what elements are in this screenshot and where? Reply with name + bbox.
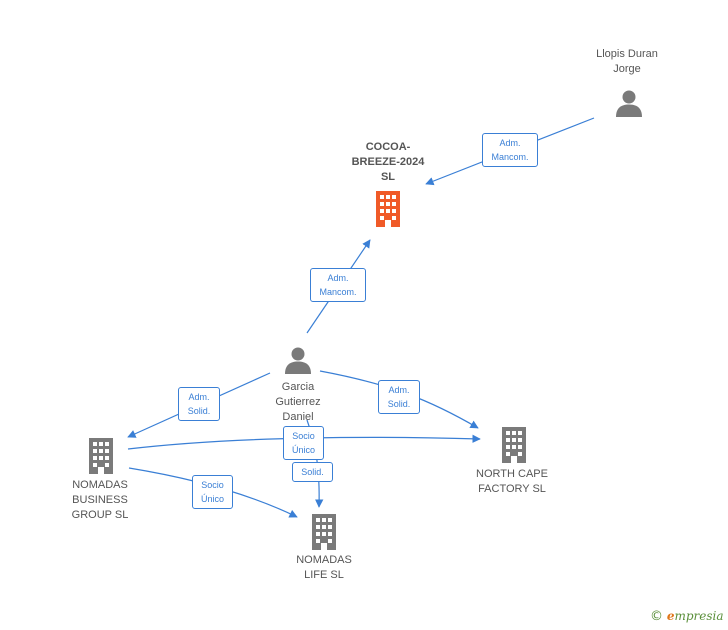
- copyright-icon: ©: [650, 609, 663, 624]
- node-label-garcia[interactable]: Garcia Gutierrez Daniel: [275, 381, 321, 423]
- building-icon-highlight[interactable]: [376, 191, 400, 227]
- edge-label-adm-mancom: Adm. Mancom.: [310, 268, 366, 302]
- edge-label-adm-solid: Adm. Solid.: [378, 380, 420, 414]
- building-icon[interactable]: [312, 514, 336, 550]
- edge-label-solid: Solid.: [292, 462, 333, 482]
- brand-initial: e: [666, 609, 675, 623]
- building-icon[interactable]: [89, 438, 113, 474]
- node-label-north-cape[interactable]: NORTH CAPE FACTORY SL: [476, 468, 548, 495]
- person-icon[interactable]: [616, 90, 642, 118]
- edge-label-socio-unico: Socio Único: [283, 426, 324, 460]
- brand-name: mpresia: [674, 609, 724, 623]
- node-label-cocoa[interactable]: COCOA- BREEZE-2024 SL: [351, 141, 425, 183]
- empresia-logo: © empresia: [650, 609, 724, 624]
- edge-label-adm-mancom: Adm. Mancom.: [482, 133, 538, 167]
- node-label-nomadas-bg[interactable]: NOMADAS BUSINESS GROUP SL: [71, 479, 129, 521]
- edge-label-adm-solid: Adm. Solid.: [178, 387, 220, 421]
- person-icon[interactable]: [285, 347, 311, 375]
- node-label-nomadas-life[interactable]: NOMADAS LIFE SL: [296, 554, 352, 581]
- building-icon[interactable]: [502, 427, 526, 463]
- node-label-llopis[interactable]: Llopis Duran Jorge: [596, 48, 658, 75]
- edge-label-socio-unico: Socio Único: [192, 475, 233, 509]
